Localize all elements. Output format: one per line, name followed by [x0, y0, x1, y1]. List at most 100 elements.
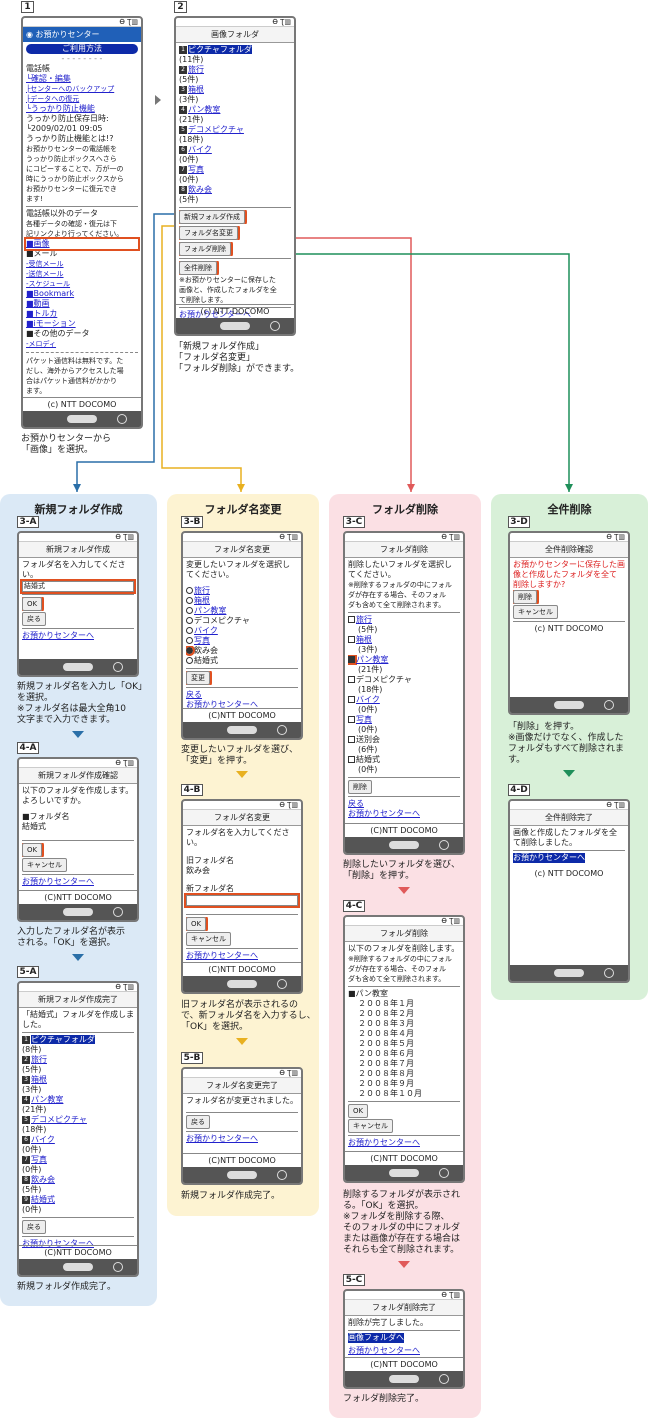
center-icon: ◉: [26, 30, 36, 39]
center-link[interactable]: お預かりセンターへ: [348, 809, 420, 818]
link-imotion[interactable]: ■iモーション: [26, 319, 76, 328]
link-toruca[interactable]: ■トルカ: [26, 309, 58, 318]
link-prevention[interactable]: └うっかり防止機能: [26, 104, 95, 113]
delete-button[interactable]: 削除: [513, 590, 539, 604]
ok-button[interactable]: OK: [22, 597, 45, 611]
back-button[interactable]: 戻る: [22, 1220, 46, 1234]
link-restore[interactable]: ├データへの復元: [26, 95, 80, 103]
screen-title: 新規フォルダ作成確認: [19, 768, 137, 784]
link-schedule[interactable]: -スケジュール: [26, 280, 71, 288]
checkbox-option-7[interactable]: 結婚式: [348, 755, 460, 765]
radio-option-1[interactable]: 箱根: [186, 596, 298, 606]
image-folder-link[interactable]: 画像フォルダへ: [348, 1333, 404, 1343]
caption-1b: 「画像」を選択。: [21, 445, 94, 455]
link-melody[interactable]: -メロディ: [26, 340, 57, 348]
center-link[interactable]: お預かりセンターへ: [179, 310, 251, 319]
delete-button[interactable]: 削除: [348, 780, 372, 794]
center-link[interactable]: お預かりセンターへ: [348, 1138, 420, 1147]
center-link[interactable]: お預かりセンターへ: [513, 853, 585, 863]
checkbox-option-6[interactable]: 送別会: [348, 735, 460, 745]
radio-option-4[interactable]: バイク: [186, 626, 298, 636]
checkbox-option-0[interactable]: 旅行: [348, 615, 460, 625]
usage-banner[interactable]: ご利用方法: [26, 44, 138, 54]
link-bookmark[interactable]: ■Bookmark: [26, 289, 75, 298]
rename-folder-button[interactable]: フォルダ名変更: [179, 226, 240, 240]
ok-button[interactable]: OK: [22, 843, 45, 857]
radio-option-3[interactable]: デコメピクチャ: [186, 616, 298, 626]
center-link[interactable]: お預かりセンターへ: [186, 700, 258, 709]
radio-option-6[interactable]: 飲み会: [186, 646, 298, 656]
center-link[interactable]: お預かりセンターへ: [22, 631, 94, 640]
ok-button[interactable]: OK: [348, 1104, 369, 1118]
center-key-icon: [227, 980, 257, 988]
ok-button[interactable]: OK: [186, 917, 209, 931]
copyright: (c) NTT DOCOMO: [534, 624, 604, 633]
radio-option-0[interactable]: 旅行: [186, 586, 298, 596]
radio-option-2[interactable]: パン教室: [186, 606, 298, 616]
new-folder-name-input[interactable]: [184, 893, 300, 908]
checkbox-option-4[interactable]: バイク: [348, 695, 460, 705]
link-sent-mail[interactable]: -送信メール: [26, 270, 64, 278]
new-folder-button[interactable]: 新規フォルダ作成: [179, 210, 247, 224]
step-number: 1: [21, 1, 34, 13]
cancel-button[interactable]: キャンセル: [513, 605, 558, 619]
status-bar: Ӫ Ʈ▥: [23, 18, 141, 27]
center-link[interactable]: お預かりセンターへ: [22, 877, 94, 886]
change-button[interactable]: 変更: [186, 671, 212, 685]
link-backup[interactable]: ├センターへのバックアップ: [26, 85, 115, 93]
link-video[interactable]: ■動画: [26, 299, 50, 308]
checkbox-option-5[interactable]: 写真: [348, 715, 460, 725]
cancel-button[interactable]: キャンセル: [22, 858, 67, 872]
delete-all-button[interactable]: 全件削除: [179, 261, 219, 275]
back-button[interactable]: 戻る: [186, 1115, 210, 1129]
folder-name-input[interactable]: 結婚式: [20, 579, 136, 594]
phone-screen-1: Ӫ Ʈ▥ ◉ お預かりセンター ご利用方法 - - - - - - - - 電話…: [21, 16, 143, 429]
checkbox-option-1[interactable]: 箱根: [348, 635, 460, 645]
screen-title: 全件削除完了: [510, 810, 628, 826]
center-link[interactable]: お預かりセンターへ: [186, 951, 258, 960]
center-link[interactable]: お預かりセンターへ: [22, 1239, 94, 1248]
link-received-mail[interactable]: -受信メール: [26, 260, 64, 268]
center-key-icon: [63, 1263, 93, 1271]
back-link[interactable]: 戻る: [186, 690, 202, 699]
delete-folder-button[interactable]: フォルダ削除: [179, 242, 233, 256]
phone-screen-4a: Ӫ Ʈ▥ 新規フォルダ作成確認 以下のフォルダを作成します。 よろしいですか。 …: [17, 757, 139, 922]
phone-screen-3d: Ӫ Ʈ▥ 全件削除確認 お預かりセンターに保存した画 像と作成したフォルダを全て…: [508, 531, 630, 715]
caption-2b: 「フォルダ名変更」: [174, 353, 256, 363]
step-number: 5-A: [17, 966, 39, 978]
phone-screen-4b: Ӫ Ʈ▥ フォルダ名変更 フォルダ名を入力してくださ い。 旧フォルダ名 飲み会…: [181, 799, 303, 994]
center-link[interactable]: お預かりセンターへ: [348, 1346, 420, 1355]
link-confirm-edit[interactable]: └確認・編集: [26, 74, 71, 83]
cancel-button[interactable]: キャンセル: [348, 1119, 393, 1133]
dpad-icon: [277, 979, 287, 989]
radio-option-5[interactable]: 写真: [186, 636, 298, 646]
cancel-button[interactable]: キャンセル: [186, 932, 231, 946]
radio-option-7[interactable]: 結婚式: [186, 656, 298, 666]
checkbox-option-2[interactable]: パン教室: [348, 655, 460, 665]
back-link[interactable]: 戻る: [348, 799, 364, 808]
image-link[interactable]: ■画像: [24, 237, 140, 251]
checkbox-option-3[interactable]: デコメピクチャ: [348, 675, 460, 685]
back-button[interactable]: 戻る: [22, 612, 46, 626]
center-link[interactable]: お預かりセンターへ: [186, 1134, 258, 1143]
step-number: 4-D: [508, 784, 530, 796]
